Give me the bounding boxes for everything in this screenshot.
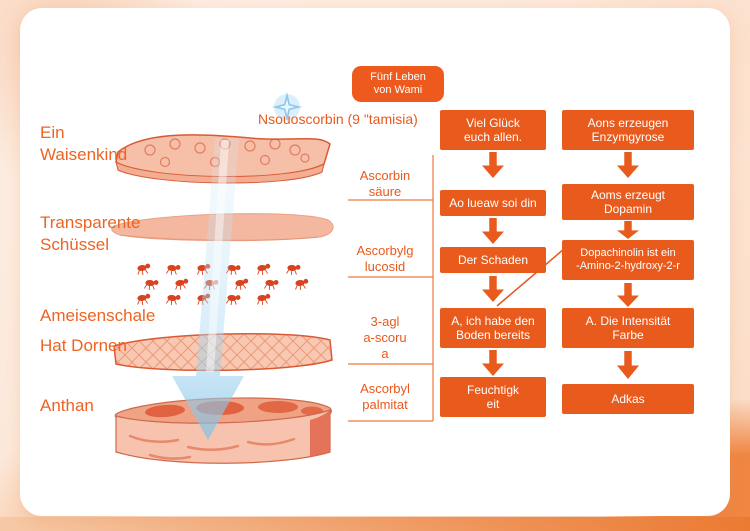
flow-box-col2-row1: Aons erzeugen Enzymgyrose [562,110,694,150]
left-label-ameisenschale: Ameisenschale [40,306,156,325]
left-label-hat-dornen: Hat Dornen [40,336,127,355]
mid-label-3agl-ascorua: 3-agl a-scoru a [363,314,407,361]
mid-label-ascorbinsaeure: Ascorbin säure [359,168,411,199]
flow-box-col2-row2: Aoms erzeugt Dopamin [562,184,694,220]
subtitle: Nsouoscorbin (9 "tamisia) [258,111,418,127]
left-label-anthan: Anthan [40,396,94,415]
flow-box-col2-row3: Dopachinolin ist ein -Amino-2-hydroxy-2-… [562,240,694,280]
mid-label-ascorbylpalmitat: Ascorbyl palmitat [360,381,410,412]
left-label-ein-waisenkind: Ein Waisenkind [40,123,128,164]
sparkle-icon [268,90,306,128]
left-label-transparente-schuessel: Transparente Schüssel [40,213,141,254]
background-bottom-strip [0,517,750,531]
flow-box-col1-row3: Der Schaden [440,247,546,273]
flow-box-col1-row2: Ao lueaw soi din [440,190,546,216]
flow-box-col1-row1: Viel Glück euch allen. [440,110,546,150]
title-badge: Fünf Leben von Wami [352,66,444,102]
mid-label-ascorbylglucosid: Ascorbylg lucosid [356,243,414,274]
flow-box-col2-row4: A. Die Intensität Farbe [562,308,694,348]
flow-box-col1-row5: Feuchtigk eit [440,377,546,417]
flow-box-col1-row4: A, ich habe den Boden bereits [440,308,546,348]
flow-box-col2-row5: Adkas [562,384,694,414]
